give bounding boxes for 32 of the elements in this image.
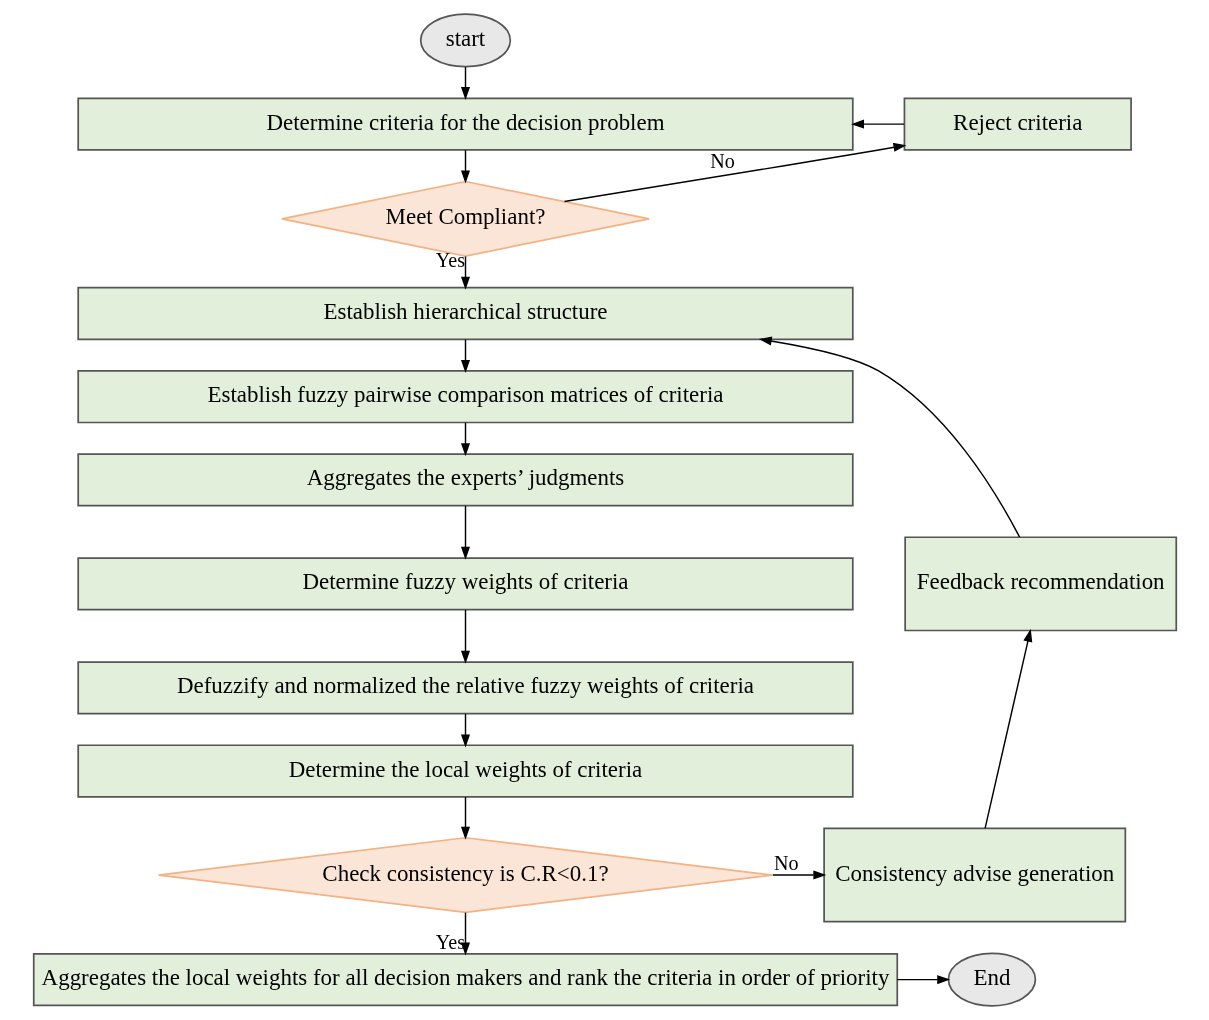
- node-diamond: Check consistency is C.R<0.1?: [157, 836, 773, 914]
- node-box: Aggregates the local weights for all decision makers and rank the criteria in order of priority: [32, 952, 898, 1007]
- arrow: [758, 336, 1020, 538]
- arrow: [460, 421, 470, 457]
- arrow: [460, 505, 470, 560]
- node-ellipse: End: [947, 952, 1036, 1007]
- node-box: Defuzzify and normalized the relative fuzzy weights of criteria: [76, 661, 854, 715]
- edge-label: No: [773, 851, 798, 874]
- edge-label: Yes: [435, 930, 465, 953]
- node-box: Aggregates the experts’ judgments: [76, 453, 854, 507]
- arrow: [460, 255, 470, 290]
- arrow: [771, 870, 826, 880]
- arrow: [460, 713, 470, 748]
- node-ellipse: start: [419, 13, 511, 68]
- edge-label: No: [709, 150, 735, 173]
- arrow: [850, 119, 905, 129]
- node-box: Establish hierarchical structure: [76, 286, 854, 341]
- arrow: [563, 142, 906, 203]
- arrow: [983, 628, 1032, 829]
- arrow: [460, 66, 470, 100]
- node-box: Consistency advise generation: [822, 827, 1126, 923]
- arrow: [460, 338, 470, 374]
- arrow: [460, 609, 470, 664]
- node-box: Determine fuzzy weights of criteria: [76, 557, 854, 611]
- arrow: [460, 796, 470, 840]
- arrow: [460, 149, 470, 184]
- node-box: Feedback recommendation: [903, 536, 1177, 632]
- node-box: Determine criteria for the decision problem: [76, 97, 854, 151]
- node-box: Determine the local weights of criteria: [76, 744, 854, 798]
- node-box: Establish fuzzy pairwise comparison matrices of criteria: [76, 370, 854, 424]
- node-box: Reject criteria: [903, 97, 1132, 151]
- arrow: [896, 975, 950, 985]
